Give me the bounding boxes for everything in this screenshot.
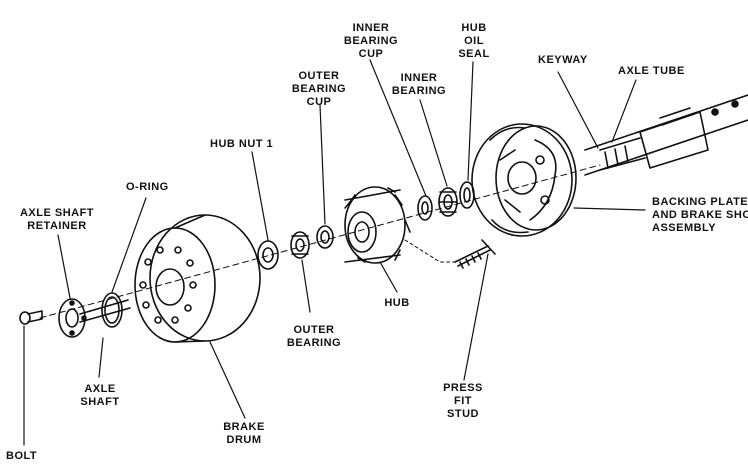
- label-inner-bearing: INNER BEARING: [391, 72, 447, 97]
- label-backing-plate: BACKING PLATE AND BRAKE SHOE ASSEMBLY: [652, 196, 748, 234]
- inner-bearing: [438, 187, 458, 217]
- hub-nut: [257, 240, 279, 270]
- label-inner-bearing-cup: INNER BEARING CUP: [343, 22, 399, 60]
- backing-plate-assembly: [471, 123, 577, 237]
- outer-bearing-cup: [316, 225, 334, 249]
- label-axle-tube: AXLE TUBE: [618, 65, 685, 77]
- label-hub: HUB: [384, 297, 410, 309]
- label-hub-nut: HUB NUT 1: [210, 138, 274, 150]
- axle-tube: [584, 94, 748, 176]
- hub: [344, 186, 411, 264]
- label-axle-shaft-retainer: AXLE SHAFT RETAINER: [19, 207, 95, 232]
- brake-drum: [134, 214, 261, 343]
- label-bolt: BOLT: [6, 450, 38, 462]
- label-press-fit-stud: PRESS FIT STUD: [443, 382, 483, 420]
- inner-bearing-cup: [417, 195, 433, 221]
- label-hub-oil-seal: HUB OIL SEAL: [458, 22, 490, 60]
- label-outer-bearing-cup: OUTER BEARING CUP: [291, 70, 347, 108]
- bolt: [19, 310, 43, 325]
- label-o-ring: O-RING: [126, 181, 169, 193]
- label-keyway: KEYWAY: [538, 54, 588, 66]
- hub-oil-seal: [459, 181, 475, 209]
- press-fit-stud: [404, 239, 496, 269]
- axle-centerline: [39, 164, 601, 319]
- label-brake-drum: BRAKE DRUM: [223, 421, 265, 446]
- label-outer-bearing: OUTER BEARING: [286, 324, 342, 349]
- leader-lines: [23, 59, 646, 446]
- outer-bearing: [290, 231, 310, 259]
- label-axle-shaft: AXLE SHAFT: [80, 383, 120, 408]
- axle-shaft-retainer: [58, 298, 131, 338]
